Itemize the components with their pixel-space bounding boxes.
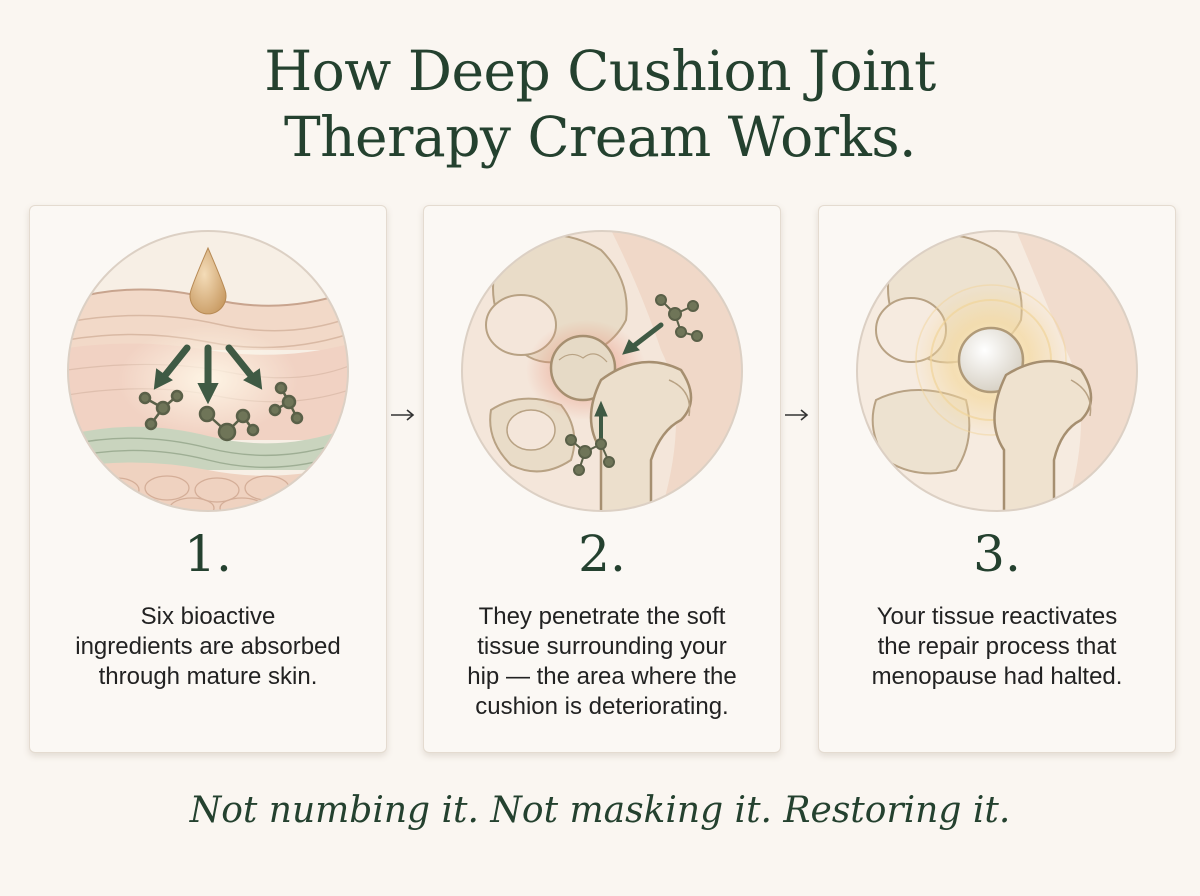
- arrow-right-icon: [785, 409, 809, 421]
- tagline: Not numbing it. Not masking it. Restorin…: [189, 790, 1011, 831]
- step-description-2: They penetrate the soft tissue surroundi…: [467, 603, 737, 720]
- step-card-1: 1. Six bioactive ingredients are absorbe…: [29, 205, 387, 753]
- hip-restored-illustration: [856, 230, 1138, 512]
- step-description-1: Six bioactive ingredients are absorbed t…: [75, 603, 341, 690]
- title-line-1: How Deep Cushion Joint: [264, 39, 936, 103]
- title-line-2: Therapy Cream Works.: [283, 105, 917, 169]
- hip-penetration-illustration: [461, 230, 743, 512]
- arrow-right-icon: [391, 409, 415, 421]
- step-number-1: 1.: [184, 525, 232, 583]
- skin-absorption-illustration: [67, 230, 349, 512]
- step-number-2: 2.: [578, 525, 626, 583]
- step-description-3: Your tissue reactivates the repair proce…: [871, 603, 1123, 690]
- step-card-3: 3. Your tissue reactivates the repair pr…: [818, 205, 1176, 753]
- step-number-3: 3.: [973, 525, 1021, 583]
- step-card-2: 2. They penetrate the soft tissue surrou…: [423, 205, 781, 753]
- page-title: How Deep Cushion Joint Therapy Cream Wor…: [0, 38, 1200, 170]
